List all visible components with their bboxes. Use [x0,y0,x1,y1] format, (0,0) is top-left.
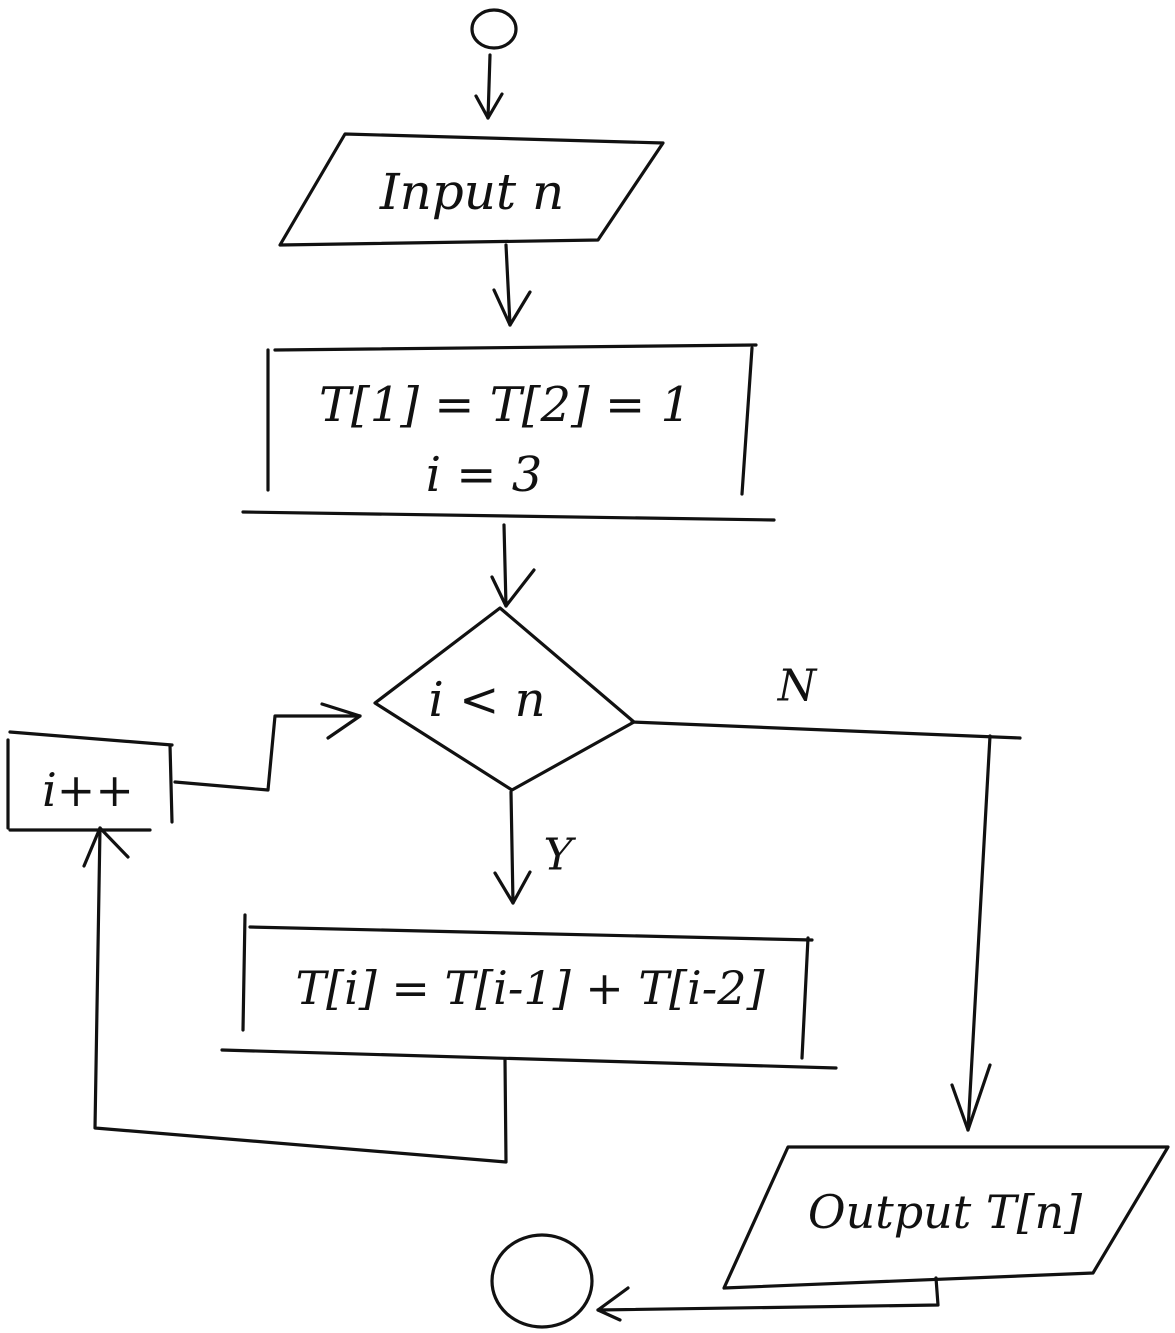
arrow-increment-to-condition [173,702,362,792]
no-label: N [777,661,818,712]
increment-node: i++ [6,730,174,832]
arrow-start-to-input [474,53,504,120]
arrow-output-to-end [596,1276,940,1322]
start-node [470,8,518,50]
yes-label: Y [543,830,576,881]
condition-node: i < n [373,606,636,792]
body-label: T[i] = T[i-1] + T[i-2] [295,961,764,1015]
input-label: Input n [379,163,564,221]
arrow-yes-branch: Y [493,790,576,905]
output-label: Output T[n] [808,1185,1082,1239]
init-line-1: T[1] = T[2] = 1 [319,377,691,433]
increment-label: i++ [42,763,134,817]
arrow-no-branch: N [630,661,1022,1132]
body-node: T[i] = T[i-1] + T[i-2] [220,913,838,1070]
condition-label: i < n [429,672,546,728]
end-node [490,1233,594,1329]
arrow-input-to-init [492,243,532,327]
arrow-body-to-increment [82,826,508,1164]
output-node: Output T[n] [722,1145,1170,1290]
init-line-2: i = 3 [426,447,543,503]
init-node: T[1] = T[2] = 1 i = 3 [241,343,776,522]
input-node: Input n [278,132,665,247]
arrow-init-to-condition [490,523,536,608]
